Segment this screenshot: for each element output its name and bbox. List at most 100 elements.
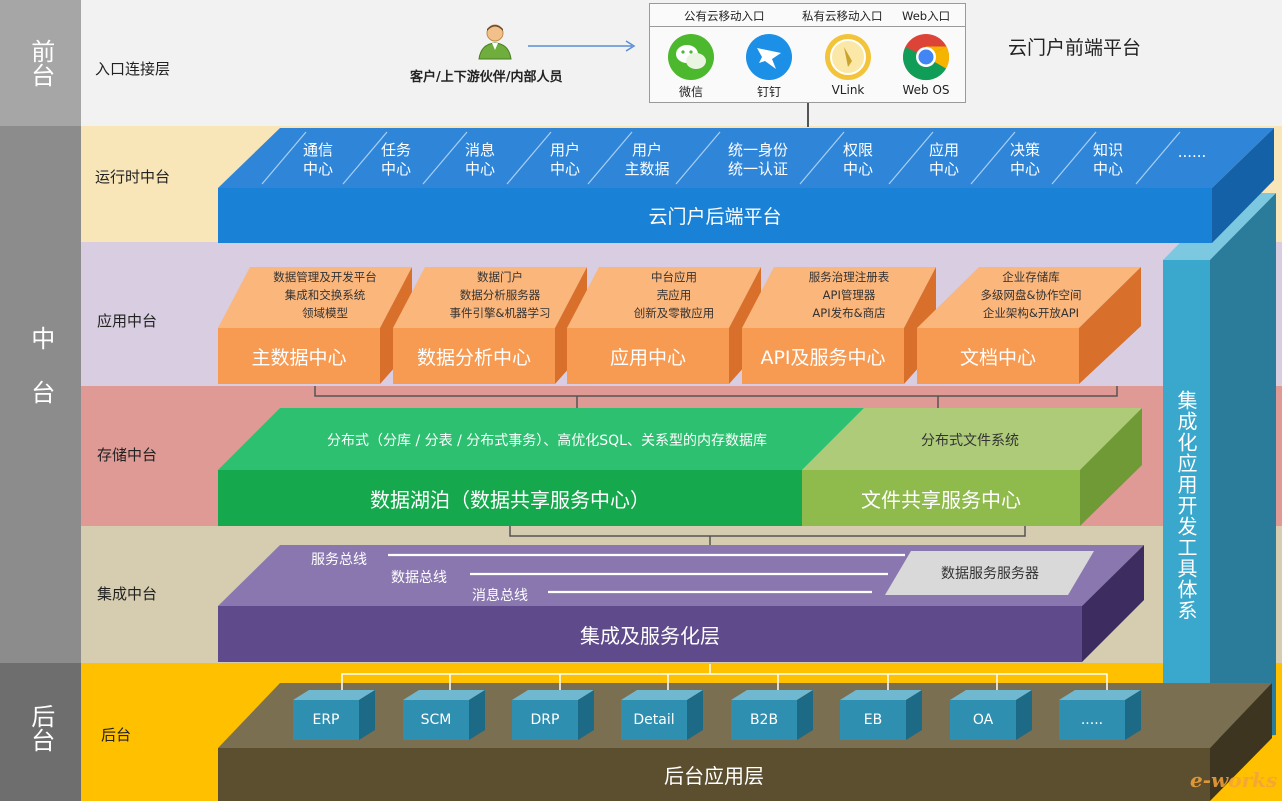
sys-scm-label: SCM	[420, 712, 452, 728]
runtime-dividers	[261, 131, 1181, 185]
wechat-label: 微信	[678, 85, 703, 99]
data-bus-label: 数据总线	[391, 570, 447, 586]
app-block-application	[567, 267, 761, 384]
app-analytics-name: 数据分析中心	[416, 346, 531, 369]
runtime-top	[218, 128, 1274, 188]
tier-front-label: 前台	[26, 39, 55, 87]
runtime-service-user-master: 用户主数据	[624, 140, 670, 179]
app-block-document	[917, 267, 1141, 384]
sys-b2b-label: B2B	[749, 712, 779, 728]
storage-connectors	[509, 526, 1026, 548]
file-share-label: 文件共享服务中心	[861, 487, 1021, 512]
data-service-server-box	[885, 551, 1094, 595]
entry-box: 公有云移动入口 私有云移动入口 Web入口 微信 钉钉 VLink Web OS	[649, 3, 966, 103]
dingtalk-icon[interactable]	[745, 33, 793, 81]
runtime-service-knowledge: 知识中心	[1092, 140, 1123, 179]
runtime-service-identity: 统一身份统一认证	[727, 140, 788, 179]
storage-top-left	[218, 408, 864, 470]
eworks-watermark-logo: e-works	[1190, 768, 1278, 792]
storage-top-right	[802, 408, 1142, 470]
runtime-service-user: 用户中心	[549, 140, 580, 179]
sys-more-label: .....	[1080, 712, 1104, 728]
sys-box-drp	[512, 690, 594, 740]
entry-header-line	[650, 26, 965, 27]
service-bus-label: 服务总线	[311, 552, 367, 568]
backend-connectors	[341, 664, 1108, 690]
app-api-name: API及服务中心	[760, 346, 886, 369]
sys-box-scm	[403, 690, 485, 740]
sys-box-detail	[621, 690, 703, 740]
row-label-storage: 存储中台	[97, 446, 158, 464]
entry-header-private: 私有云移动入口	[802, 9, 883, 23]
runtime-service-decision: 决策中心	[1009, 140, 1040, 179]
backend-layer-label: 后台应用层	[664, 764, 764, 788]
entry-header-web: Web入口	[902, 9, 951, 23]
entry-connector	[807, 103, 809, 127]
user-icon	[476, 22, 514, 60]
runtime-side	[1212, 128, 1274, 243]
app-block-analytics	[393, 267, 587, 384]
side-box-front	[1163, 260, 1210, 740]
app-application-details: 中台应用壳应用创新及零散应用	[633, 270, 715, 320]
backend-side	[1210, 683, 1272, 801]
chrome-icon[interactable]	[902, 33, 950, 81]
storage-front-right	[802, 470, 1080, 526]
side-toolchain-label: 集成化应用开发工具体系	[1174, 389, 1198, 621]
app-master-data-details: 数据管理及开发平台集成和交换系统领域模型	[273, 270, 377, 320]
storage-front-left	[218, 470, 802, 526]
storage-db-description: 分布式（分库 / 分表 / 分布式事务）、高优化SQL、关系型的内存数据库	[327, 433, 767, 449]
app-application-name: 应用中心	[609, 346, 686, 369]
runtime-service-permission: 权限中心	[842, 140, 873, 179]
wechat-icon[interactable]	[667, 33, 715, 81]
runtime-service-app: 应用中心	[928, 140, 959, 179]
sys-oa-label: OA	[972, 712, 994, 728]
sys-erp-label: ERP	[312, 712, 340, 728]
tier-middle-band	[0, 126, 81, 663]
side-box-side	[1208, 193, 1276, 740]
runtime-service-message: 消息中心	[464, 140, 495, 179]
integration-layer-label: 集成及服务化层	[580, 623, 720, 648]
tier-front-band	[0, 0, 81, 126]
app-connectors	[314, 386, 1118, 408]
runtime-service-task: 任务中心	[380, 140, 411, 179]
data-service-server-label: 数据服务服务器	[941, 566, 1039, 582]
sys-box-eb	[840, 690, 922, 740]
runtime-platform-label: 云门户后端平台	[648, 206, 782, 228]
row-label-integration: 集成中台	[97, 585, 158, 603]
app-analytics-details: 数据门户数据分析服务器事件引擎&机器学习	[449, 270, 551, 320]
tier-back-label: 后台	[26, 704, 55, 752]
user-arrow	[528, 38, 638, 57]
row-label-entry: 入口连接层	[95, 60, 171, 78]
row-label-runtime: 运行时中台	[95, 168, 171, 186]
sys-box-oa	[950, 690, 1032, 740]
dingtalk-label: 钉钉	[756, 85, 781, 99]
vlink-label: VLink	[831, 83, 865, 97]
row-label-app: 应用中台	[97, 312, 158, 330]
integration-front	[218, 606, 1082, 662]
storage-fs-description: 分布式文件系统	[921, 433, 1019, 449]
bus-lines	[388, 553, 905, 594]
vlink-icon[interactable]	[824, 33, 872, 81]
app-block-master-data	[218, 267, 412, 384]
runtime-front	[218, 188, 1212, 243]
runtime-service-comm: 通信中心	[302, 140, 333, 179]
sys-eb-label: EB	[863, 712, 883, 728]
entry-header-public: 公有云移动入口	[684, 9, 765, 23]
front-platform-title: 云门户前端平台	[1008, 37, 1142, 59]
row-label-backend: 后台	[101, 726, 132, 744]
user-label: 客户/上下游伙伴/内部人员	[410, 70, 563, 85]
backend-front	[218, 748, 1210, 801]
tier-middle-label: 中台	[26, 326, 55, 434]
app-master-data-name: 主数据中心	[251, 346, 347, 369]
sys-box-more	[1059, 690, 1141, 740]
storage-side	[1080, 408, 1142, 526]
sys-drp-label: DRP	[530, 712, 560, 728]
integration-side	[1082, 545, 1144, 662]
data-lake-label: 数据湖泊（数据共享服务中心）	[370, 487, 650, 512]
app-document-details: 企业存储库多级网盘&协作空间企业架构&开放API	[980, 270, 1082, 320]
sys-box-b2b	[731, 690, 813, 740]
sys-box-erp	[293, 690, 375, 740]
sys-detail-label: Detail	[633, 712, 675, 728]
